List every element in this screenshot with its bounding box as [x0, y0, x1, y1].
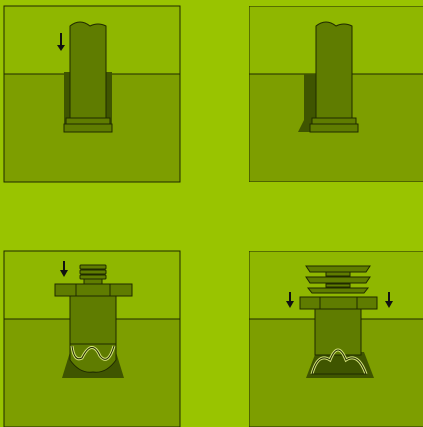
- pile-base-plate: [311, 117, 357, 125]
- anchor-body: [69, 295, 117, 345]
- arrow-head-right-icon: [385, 301, 393, 308]
- displaced-soil: [304, 74, 318, 126]
- pile-shaft: [69, 21, 107, 121]
- anchor-expanded-wave-outline: [311, 349, 367, 375]
- washer-plate: [299, 296, 378, 310]
- anchor-sleeve: [69, 343, 117, 373]
- panel-1: [3, 5, 181, 183]
- pile-base: [63, 123, 113, 133]
- nut-2: [325, 283, 351, 288]
- anchor-wave-outline: [71, 345, 115, 360]
- thread-3: [79, 274, 107, 280]
- top-plate-2: [305, 276, 371, 284]
- panel-3: [3, 250, 181, 427]
- nut-1: [325, 271, 351, 277]
- thread-2: [79, 269, 107, 275]
- thread-1: [79, 264, 107, 270]
- top-plate-3: [306, 287, 370, 294]
- arrow-head-left-icon: [286, 301, 294, 308]
- bolt-neck: [83, 278, 103, 285]
- washer-plate: [54, 283, 133, 297]
- panel-2: [249, 6, 423, 182]
- arrow-head-icon: [57, 45, 65, 51]
- arrow-head-icon: [60, 270, 68, 277]
- anchor-body: [314, 308, 362, 356]
- panel-4: [249, 251, 423, 427]
- pile-shaft: [315, 21, 353, 121]
- top-plate-1: [305, 265, 371, 273]
- pile-base-plate: [65, 117, 111, 125]
- pile-base: [309, 123, 359, 133]
